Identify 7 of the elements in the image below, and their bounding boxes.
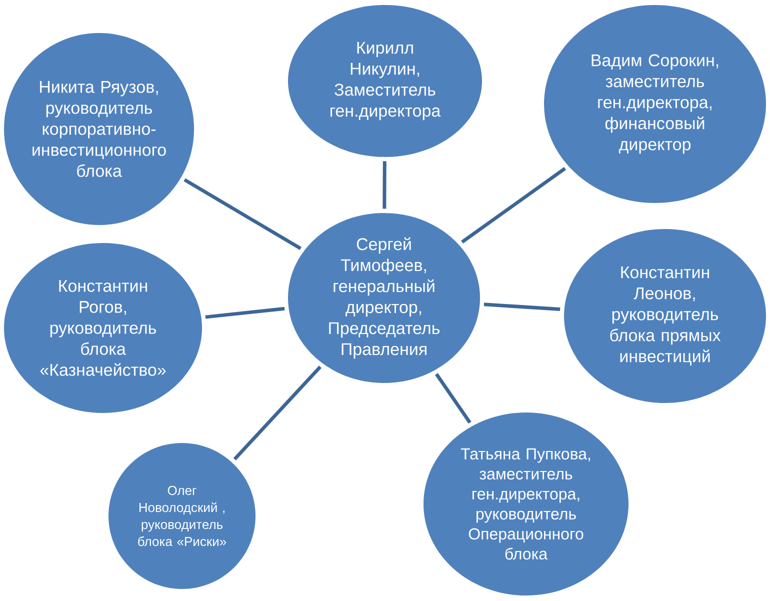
connector-line (434, 373, 472, 424)
connector-line (233, 366, 322, 460)
connector-line (205, 306, 285, 319)
connector-line (184, 178, 302, 250)
connector-line (484, 302, 560, 312)
connector-line (382, 161, 386, 209)
connector-line (461, 166, 566, 244)
